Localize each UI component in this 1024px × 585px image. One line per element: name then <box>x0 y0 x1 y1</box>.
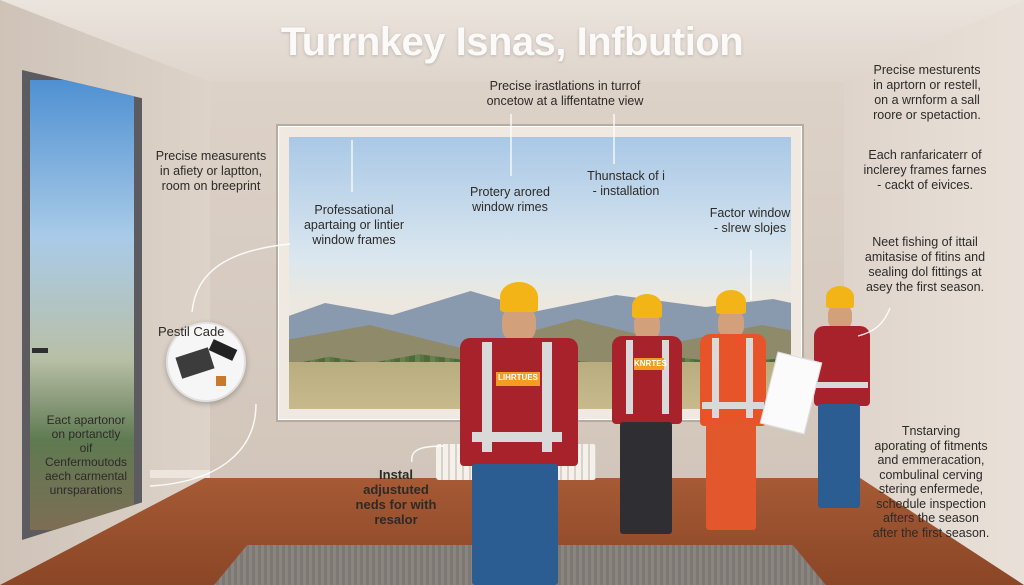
annotation-line: Neet fishing of ittail <box>872 235 978 249</box>
baseboard <box>150 470 210 478</box>
annotation-line: Each ranfaricaterr of <box>868 148 982 162</box>
annotation-line: Instal <box>379 467 413 482</box>
annotation-line: unrsparations <box>49 483 123 497</box>
tape-icon <box>216 376 226 386</box>
annotation-line: window frames <box>312 233 396 247</box>
worker-fourth <box>808 286 874 514</box>
worker-vest <box>814 326 870 406</box>
reflective-stripe <box>472 432 562 442</box>
worker-second: KNRTES <box>604 294 688 540</box>
annotation-line: stering enfermede, <box>878 482 984 496</box>
page-title: Turrnkey Isnas, Infbution <box>280 20 744 64</box>
annotation-right-bottom: Tnstarving aporating of fitments and emm… <box>846 424 1016 540</box>
worker-vest <box>612 336 682 424</box>
annotation-line: asey the first season. <box>865 280 985 294</box>
annotation-line: inclerey frames farnes <box>863 163 987 177</box>
annotation-line: - cackt of eivices. <box>877 178 973 192</box>
annotation-line: combulinal cerving <box>879 467 983 482</box>
hard-hat-icon <box>632 294 662 318</box>
worker-vest <box>700 334 766 426</box>
tools-inset <box>166 322 246 402</box>
annotation-left-bottom: Eact apartonor on portanctly oif Cenferm… <box>26 413 146 497</box>
annotation-top-center: Precise irastlations in turrof oncetow a… <box>450 79 680 109</box>
hard-hat-icon <box>716 290 746 314</box>
worker-third <box>690 290 774 536</box>
annotation-line: resalor <box>374 512 418 527</box>
annotation-line: afters the season <box>883 511 979 525</box>
annotation-line: schedule inspection <box>876 496 986 511</box>
hard-hat-icon <box>500 282 538 312</box>
annotation-window-right-top: Thunstack of i - installation <box>572 169 680 199</box>
worker-head <box>828 304 852 330</box>
annotation-line: and emmeracation, <box>877 453 985 467</box>
tools-label: Pestil Cade <box>158 324 225 339</box>
annotation-window-left: Professational apartaing or lintier wind… <box>288 203 420 248</box>
annotation-top-right: Precise mesturents in aprtorn or restell… <box>842 63 1012 123</box>
annotation-line: room on breeprint <box>161 179 261 193</box>
annotation-line: Precise mesturents <box>873 63 981 77</box>
worker-vest <box>460 338 578 466</box>
annotation-right-mid: Each ranfaricaterr of inclerey frames fa… <box>836 148 1014 193</box>
worker-head <box>502 306 536 342</box>
annotation-line: roore or spetaction. <box>873 108 981 122</box>
annotation-center-bottom: Instal adjustuted neds for with resalor <box>340 467 452 527</box>
reflective-stripe <box>626 340 633 414</box>
door-handle <box>32 348 48 353</box>
annotation-line: amitasise of fitins and <box>864 250 986 264</box>
annotation-line: - installation <box>592 184 660 198</box>
annotation-line: on a wrnform a sall <box>874 93 980 107</box>
annotation-line: oncetow at a liffentatne view <box>486 94 644 108</box>
annotation-line: Thunstack of i <box>587 169 665 183</box>
annotation-line: Tnstarving <box>901 424 961 438</box>
annotation-line: aporating of fitments <box>874 438 988 453</box>
annotation-window-right: Factor window - slrew slojes <box>694 206 806 236</box>
annotation-line: Eact apartonor <box>46 413 126 427</box>
reflective-stripe <box>712 338 719 418</box>
annotation-line: window rimes <box>472 200 548 214</box>
annotation-line: in aprtorn or restell, <box>873 78 981 92</box>
annotation-line: neds for with <box>355 497 437 512</box>
door-glass <box>30 80 134 530</box>
worker-legs <box>472 464 558 585</box>
annotation-line: after the first season. <box>872 525 990 540</box>
annotation-window-mid: Protery arored window rimes <box>454 185 566 215</box>
annotation-line: Protery arored <box>470 185 550 199</box>
annotation-right-lower: Neet fishing of ittail amitasise of fiti… <box>836 235 1014 295</box>
reflective-stripe <box>702 402 764 409</box>
reflective-stripe <box>746 338 753 418</box>
reflective-stripe <box>816 382 868 388</box>
reflective-stripe <box>482 342 492 452</box>
annotation-line: Factor window <box>709 206 791 220</box>
annotation-left-top: Precise measurents in afiety or laptton,… <box>136 149 286 194</box>
annotation-line: Precise irastlations in turrof <box>489 79 641 93</box>
annotation-line: oif <box>79 441 93 455</box>
measure-tool-icon <box>208 339 238 361</box>
annotation-line: on portanctly <box>51 427 121 441</box>
worker-legs <box>706 424 756 530</box>
annotation-line: Cenfermoutods <box>44 455 128 469</box>
annotation-line: - slrew slojes <box>713 221 787 235</box>
hard-hat-icon <box>826 286 854 308</box>
vest-badge: KNRTES <box>634 358 667 370</box>
worker-head <box>718 310 744 338</box>
vest-badge: LIHRTUES <box>496 372 540 386</box>
tablet-icon <box>175 347 215 379</box>
annotation-line: sealing dol fittings at <box>868 265 982 279</box>
reflective-stripe <box>542 342 552 452</box>
annotation-line: in afiety or laptton, <box>159 164 263 178</box>
annotation-line: Professational <box>314 203 394 217</box>
reflective-stripe <box>662 340 669 414</box>
worker-legs <box>620 422 672 534</box>
annotation-line: Precise measurents <box>155 149 267 163</box>
balcony-door <box>22 70 142 540</box>
worker-front: LIHRTUES <box>452 282 582 585</box>
annotation-line: apartaing or lintier <box>303 218 405 232</box>
annotation-line: aech carmental <box>44 469 128 483</box>
annotation-line: adjustuted <box>363 482 429 497</box>
worker-legs <box>818 404 860 508</box>
